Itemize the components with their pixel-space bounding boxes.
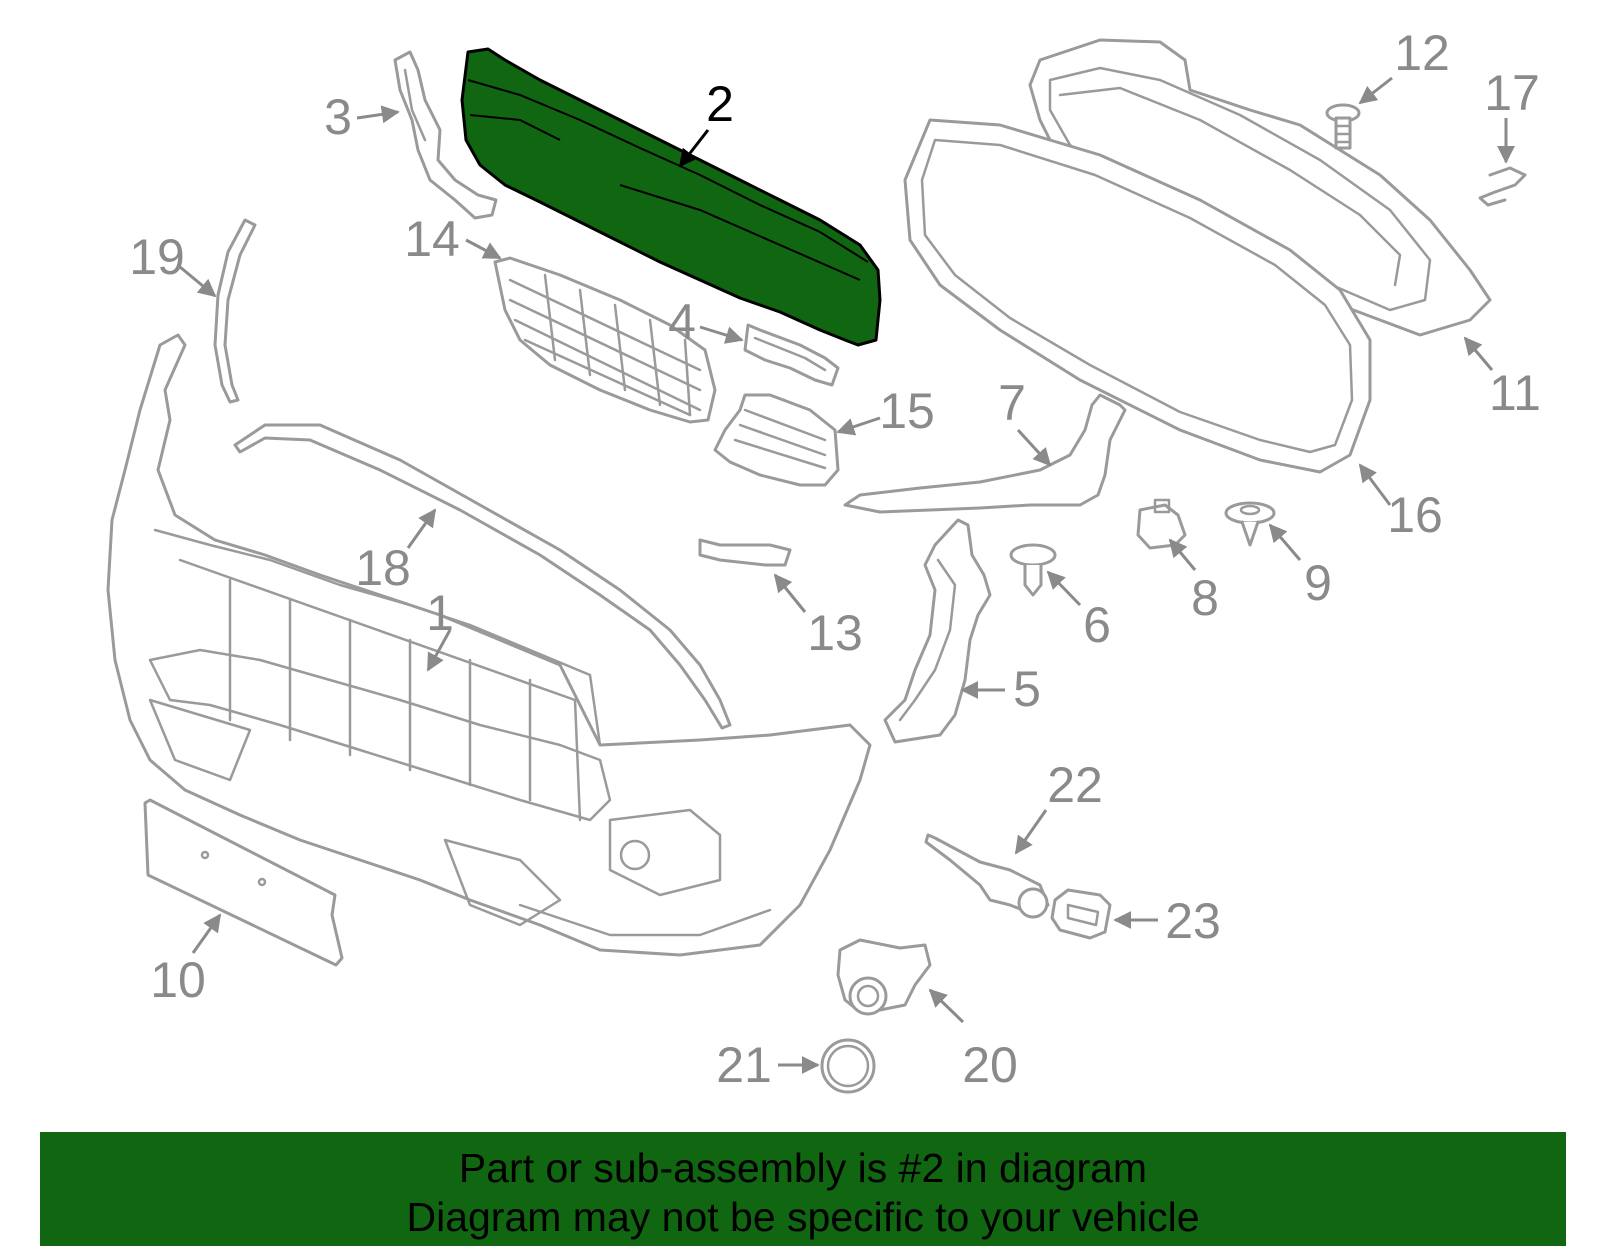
leader-13: [773, 573, 807, 613]
callout-12[interactable]: 12: [1394, 25, 1450, 81]
part-13-lower-bracket[interactable]: [698, 538, 792, 567]
part-10-license-plate-holder[interactable]: [143, 798, 344, 967]
part-4-bracket[interactable]: [743, 323, 840, 387]
callout-3[interactable]: 3: [324, 89, 352, 145]
leader-11: [1463, 336, 1494, 371]
part-17-spring-clip[interactable]: [1478, 166, 1527, 207]
leader-19: [179, 265, 217, 298]
part-19-trim-strip[interactable]: [213, 218, 257, 404]
part-1-bumper-cover[interactable]: [106, 333, 872, 957]
leader-16: [1358, 463, 1392, 506]
callout-1[interactable]: 1: [426, 585, 454, 641]
leader-20: [928, 988, 965, 1024]
callout-4[interactable]: 4: [668, 294, 696, 350]
leader-10: [191, 913, 222, 954]
leader-14: [465, 238, 502, 260]
part-3-bracket[interactable]: [393, 50, 498, 220]
part-16-seal-ring[interactable]: [903, 118, 1372, 474]
callout-9[interactable]: 9: [1304, 555, 1332, 611]
part-6-push-clip[interactable]: [1009, 543, 1057, 597]
banner-line-2: Diagram may not be specific to your vehi…: [406, 1194, 1200, 1240]
callout-16[interactable]: 16: [1387, 487, 1443, 543]
part-20-parking-sensor[interactable]: [836, 938, 932, 1016]
leader-1: [426, 629, 452, 672]
leader-6: [1046, 570, 1082, 607]
part-21-sensor-ring[interactable]: [820, 1038, 876, 1094]
leader-12: [1358, 76, 1393, 105]
callout-6[interactable]: 6: [1083, 597, 1111, 653]
part-15-vent-grille[interactable]: [713, 393, 840, 487]
part-22-temperature-sensor[interactable]: [924, 833, 1050, 919]
part-5-side-bracket[interactable]: [883, 518, 992, 744]
callout-18[interactable]: 18: [355, 540, 411, 596]
callout-7[interactable]: 7: [998, 375, 1026, 431]
part-14-grille-insert[interactable]: [493, 256, 717, 424]
leader-7: [1016, 428, 1052, 467]
leader-2: [678, 129, 710, 168]
callout-19[interactable]: 19: [129, 229, 185, 285]
part-8-clip-nut[interactable]: [1136, 498, 1187, 550]
callout-22[interactable]: 22: [1047, 757, 1103, 813]
callout-8[interactable]: 8: [1191, 570, 1219, 626]
part-2-highlighted-bar[interactable]: [460, 47, 882, 347]
part-9-rivet-clip[interactable]: [1224, 501, 1276, 547]
callout-20[interactable]: 20: [962, 1037, 1018, 1093]
callout-13[interactable]: 13: [807, 605, 863, 661]
callout-2[interactable]: 2: [706, 76, 734, 132]
leader-3: [356, 105, 400, 124]
callout-21[interactable]: 21: [716, 1037, 772, 1093]
callout-5[interactable]: 5: [1013, 661, 1041, 717]
leader-9: [1268, 523, 1302, 561]
leader-4: [699, 325, 744, 344]
callout-17[interactable]: 17: [1484, 65, 1540, 121]
info-banner: Part or sub-assembly is #2 in diagram Di…: [40, 1132, 1566, 1246]
callout-23[interactable]: 23: [1165, 893, 1221, 949]
leader-8: [1168, 538, 1197, 571]
callout-10[interactable]: 10: [150, 952, 206, 1008]
part-7-trim-strip[interactable]: [843, 393, 1127, 514]
leader-15: [836, 416, 881, 436]
callout-14[interactable]: 14: [404, 211, 460, 267]
part-23-connector[interactable]: [1050, 888, 1112, 940]
part-18-trim-molding[interactable]: [233, 423, 732, 730]
part-12-screw[interactable]: [1325, 103, 1361, 150]
callout-15[interactable]: 15: [879, 383, 935, 439]
callout-11[interactable]: 11: [1489, 365, 1541, 421]
leader-22: [1014, 809, 1048, 855]
leader-18: [406, 508, 437, 549]
banner-line-1: Part or sub-assembly is #2 in diagram: [458, 1145, 1148, 1191]
